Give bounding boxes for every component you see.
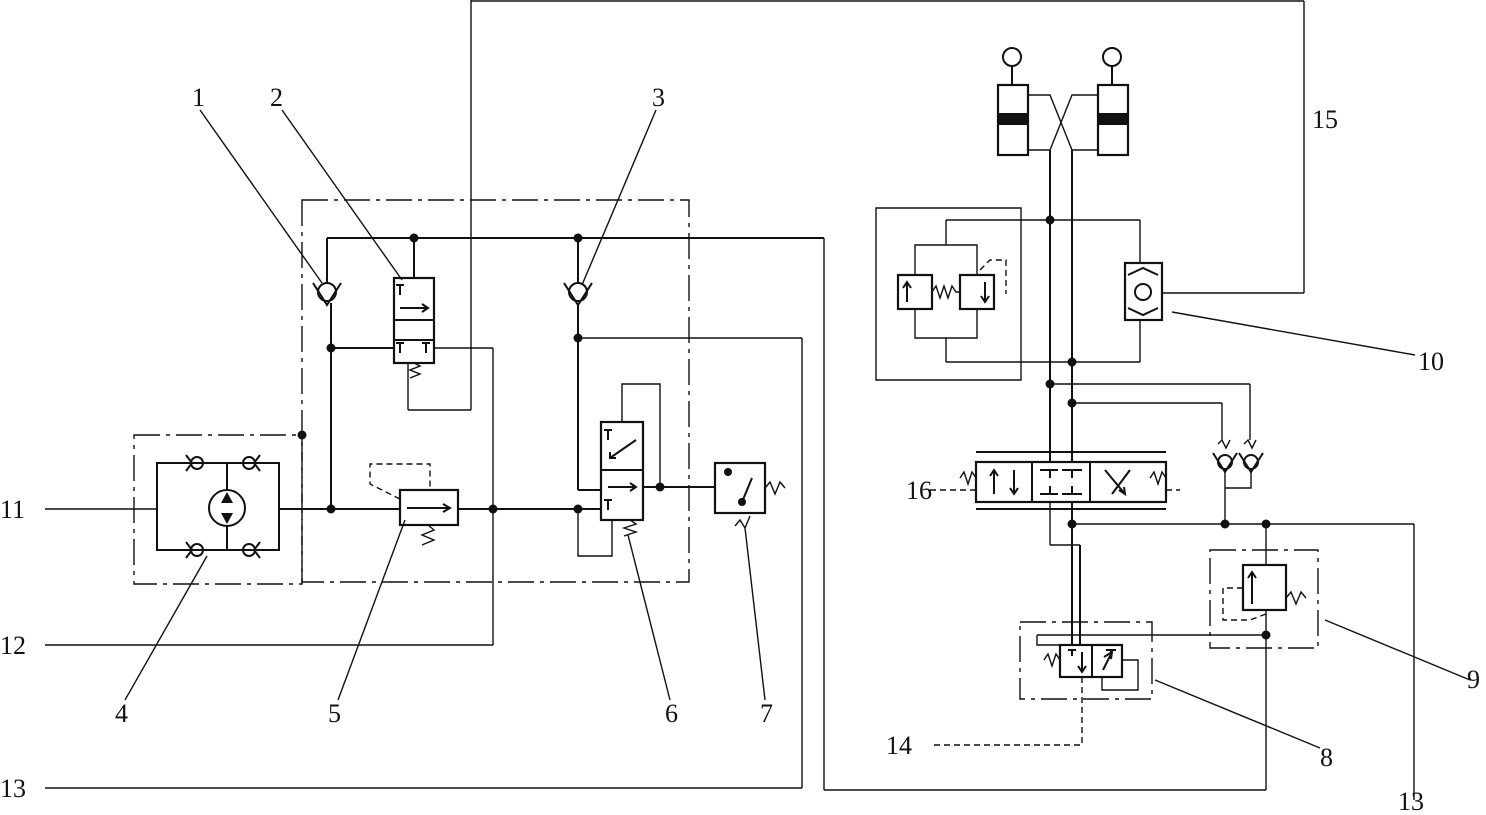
check-valve-bridge xyxy=(185,454,261,559)
junction-dots xyxy=(297,215,1271,640)
label-16: 16 xyxy=(906,476,932,505)
label-5: 5 xyxy=(328,699,341,728)
relief-valve-9 xyxy=(1222,563,1307,621)
leader-lines xyxy=(124,109,1471,749)
valve-8 xyxy=(930,635,1139,746)
label-6: 6 xyxy=(665,699,678,728)
check-valve-3 xyxy=(563,282,593,307)
valve-6 xyxy=(599,420,645,537)
check-valve-1 xyxy=(312,282,342,307)
label-9: 9 xyxy=(1467,665,1480,694)
pressure-switch-7 xyxy=(713,461,786,530)
left-assembly-boundary xyxy=(301,199,690,583)
label-8: 8 xyxy=(1320,743,1333,772)
relief-valve-9-boundary xyxy=(1209,549,1319,649)
brake-valve-pair xyxy=(896,244,1007,339)
pump-block-boundary xyxy=(133,434,303,585)
label-3: 3 xyxy=(652,83,665,112)
cylinder-left xyxy=(996,47,1030,157)
label-12: 12 xyxy=(0,631,26,660)
label-11: 11 xyxy=(0,495,25,524)
label-13-left: 13 xyxy=(0,774,26,803)
label-4: 4 xyxy=(115,699,128,728)
directional-valve-16 xyxy=(930,451,1180,510)
label-15: 15 xyxy=(1312,105,1338,134)
check-valve-pair-right xyxy=(1212,438,1264,474)
bidirectional-pump-4 xyxy=(156,462,280,551)
valve-2 xyxy=(392,276,436,379)
label-2: 2 xyxy=(270,83,283,112)
label-1: 1 xyxy=(192,83,205,112)
valve-5 xyxy=(369,463,460,546)
label-13-right: 13 xyxy=(1398,787,1424,815)
label-10: 10 xyxy=(1418,347,1444,376)
label-7: 7 xyxy=(760,699,773,728)
label-14: 14 xyxy=(886,731,912,760)
valve-8-boundary xyxy=(1019,621,1153,700)
brake-valve-block-boundary xyxy=(875,207,1022,381)
cylinder-right xyxy=(1096,47,1130,157)
shuttle-valve-10 xyxy=(1123,261,1164,322)
